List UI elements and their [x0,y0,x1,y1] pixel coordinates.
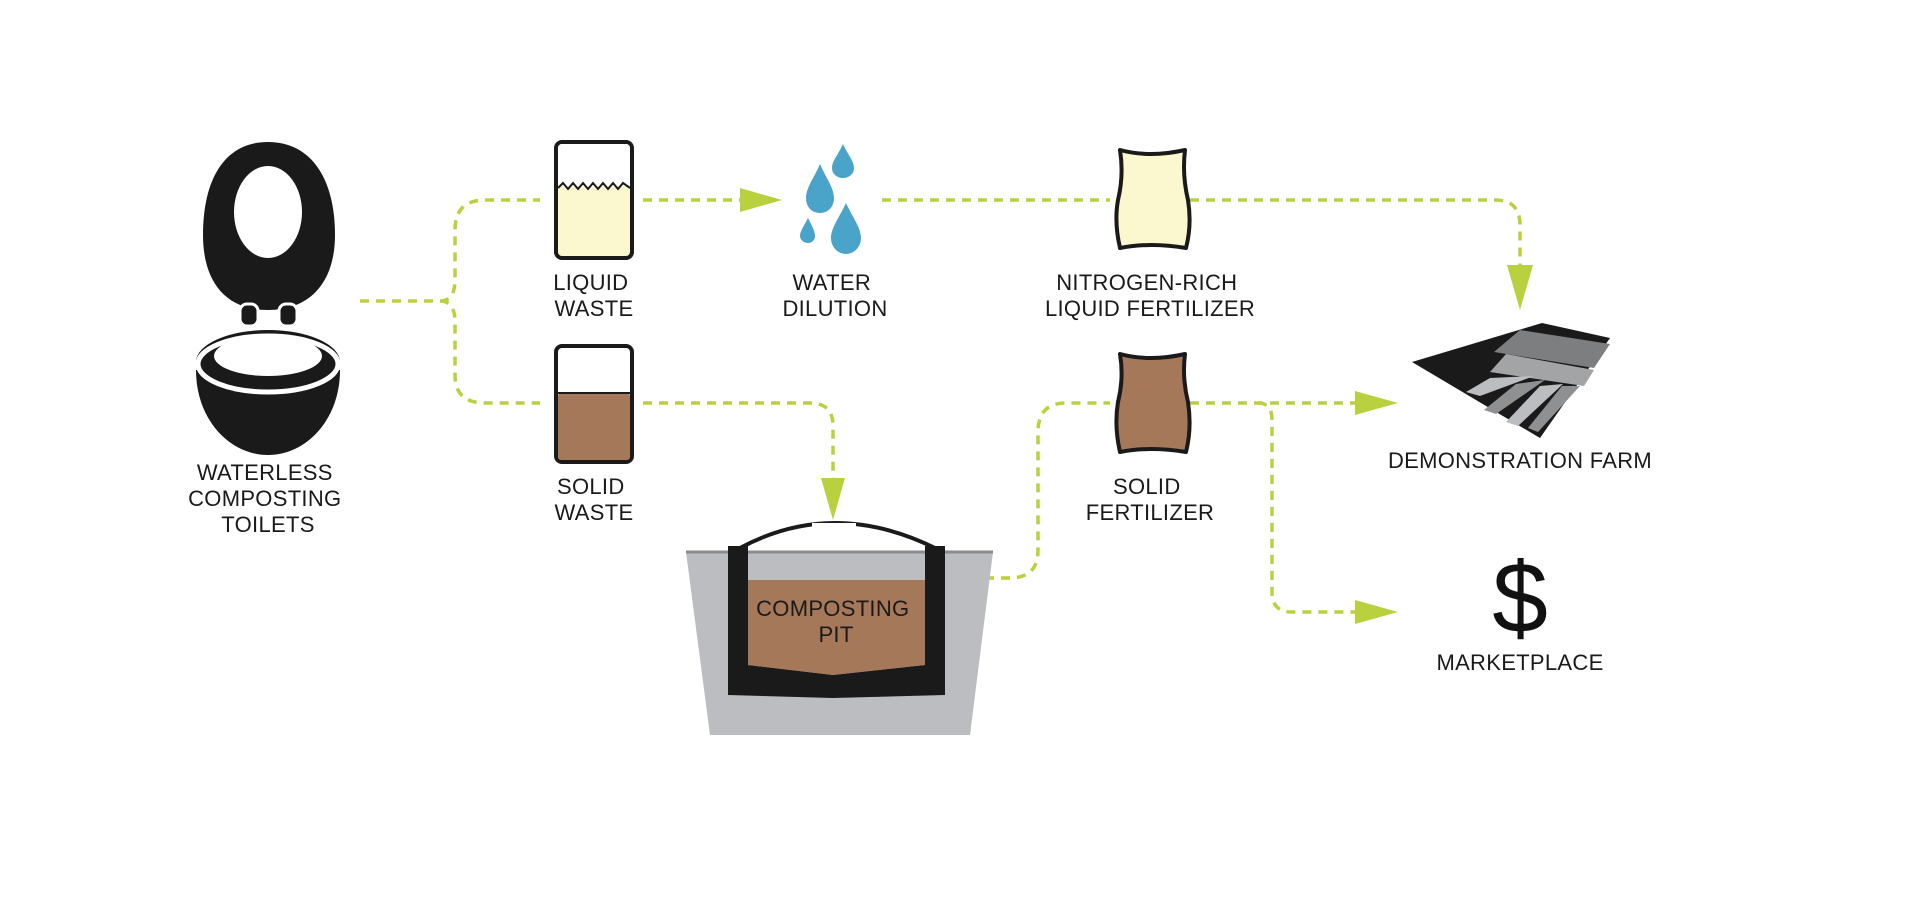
water-dilution-label-line-2: DILUTION [782,296,887,321]
toilet-icon [195,142,341,455]
composting-pit-icon [686,521,993,735]
flow-pit-to-solid-fertilizer [953,401,1110,580]
arrowhead-to-farm [1355,391,1398,415]
liquid-waste-jar-icon [554,140,634,260]
toilets-label-line-1: WATERLESS [197,460,333,485]
liquid-waste-label-line-1: LIQUID [553,270,628,295]
marketplace-label-line-1: MARKETPLACE [1436,650,1603,675]
arrowhead-to-dilution [740,188,782,212]
solid-fertilizer-label-line-1: SOLID [1113,474,1181,499]
solid-fertilizer-label: SOLID FERTILIZER [1086,474,1215,525]
liquid-waste-label: LIQUID WASTE [553,270,635,321]
arrowhead-to-marketplace [1355,600,1398,624]
flow-lines [360,198,1522,614]
liquid-waste-label-line-2: WASTE [555,296,634,321]
marketplace-label: MARKETPLACE [1436,650,1603,675]
demonstration-farm-icon [1412,323,1610,438]
demonstration-farm-label-line-1: DEMONSTRATION FARM [1388,448,1652,473]
arrowheads [740,188,1533,624]
water-drops-icon [800,144,861,254]
solid-waste-jar-icon [554,344,634,464]
solid-fertilizer-label-line-2: FERTILIZER [1086,500,1215,525]
flow-split-to-solid-waste [439,299,540,405]
flow-liquid-fertilizer-to-farm [1190,198,1522,265]
composting-pit-label-line-2: PIT [818,622,853,647]
water-dilution-label-line-1: WATER [793,270,872,295]
water-dilution-label: WATER DILUTION [782,270,887,321]
liquid-fertilizer-label-line-1: NITROGEN-RICH [1056,270,1237,295]
liquid-fertilizer-label-line-2: LIQUID FERTILIZER [1045,296,1255,321]
arrowhead-to-pit [821,478,845,520]
liquid-fertilizer-bag-icon [1114,148,1192,250]
flow-solid-fertilizer-to-marketplace [1257,401,1355,614]
flow-split-to-liquid-waste [439,198,540,303]
toilets-label: WATERLESS COMPOSTING TOILETS [188,460,348,537]
solid-waste-label-line-2: WASTE [555,500,634,525]
toilets-label-line-3: TOILETS [221,512,314,537]
composting-pit-label: COMPOSTING PIT [756,596,916,647]
dollar-sign-icon: $ [1492,542,1548,654]
solid-fertilizer-bag-icon [1114,352,1192,454]
demonstration-farm-label: DEMONSTRATION FARM [1388,448,1652,473]
liquid-fertilizer-label: NITROGEN-RICH LIQUID FERTILIZER [1045,270,1255,321]
composting-pit-label-line-1: COMPOSTING [756,596,909,621]
solid-waste-label: SOLID WASTE [555,474,634,525]
toilets-label-line-2: COMPOSTING [188,486,341,511]
solid-waste-label-line-1: SOLID [557,474,625,499]
flow-solid-waste-to-pit [643,401,835,478]
arrowhead-to-farm-top [1507,265,1533,310]
